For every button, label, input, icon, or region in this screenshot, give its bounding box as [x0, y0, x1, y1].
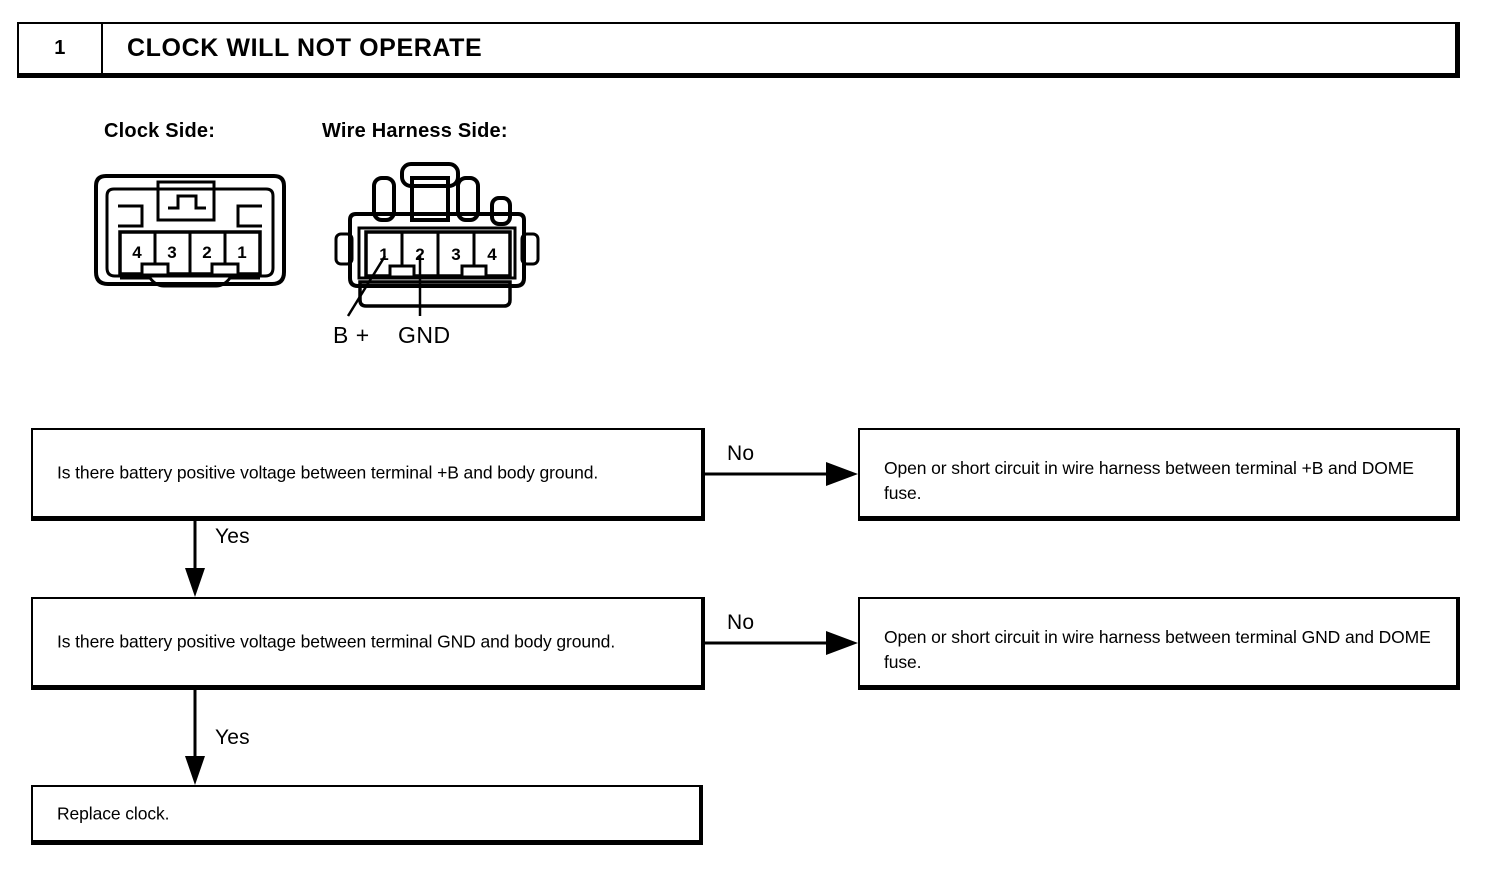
- flow-result-r2-text: Open or short circuit in wire harness be…: [884, 627, 1431, 673]
- edge-label-no-1: No: [727, 442, 755, 465]
- harness-pin-4: 4: [487, 245, 497, 264]
- b-plus-leader-line: [346, 255, 387, 317]
- harness-pin-1: 1: [379, 245, 388, 264]
- flow-step-end-text: Replace clock.: [57, 802, 170, 823]
- wire-harness-side-caption: Wire Harness Side:: [322, 120, 508, 142]
- clock-pin-4: 4: [132, 243, 142, 262]
- wire-harness-side-connector-diagram: 1 2 3 4: [334, 162, 540, 317]
- flow-step-q1-text: Is there battery positive voltage betwee…: [57, 462, 599, 483]
- harness-pin-3: 3: [451, 245, 460, 264]
- header-number-cell: 1: [19, 24, 103, 73]
- page-header-bar: 1 CLOCK WILL NOT OPERATE: [17, 22, 1460, 78]
- clock-side-caption: Clock Side:: [104, 120, 216, 142]
- flow-step-end: Replace clock.: [31, 785, 703, 845]
- clock-pin-3: 3: [167, 243, 176, 262]
- flow-step-q2: Is there battery positive voltage betwee…: [31, 597, 705, 690]
- edge-label-yes-2: Yes: [215, 726, 250, 749]
- edge-label-yes-1: Yes: [215, 525, 250, 548]
- flow-result-r1: Open or short circuit in wire harness be…: [858, 428, 1460, 521]
- page-title: CLOCK WILL NOT OPERATE: [127, 34, 483, 62]
- clock-pin-2: 2: [202, 243, 211, 262]
- clock-side-connector-diagram: 4 3 2 1: [94, 174, 286, 288]
- b-plus-label: B +: [333, 322, 370, 348]
- header-number: 1: [54, 37, 66, 59]
- flow-step-q1: Is there battery positive voltage betwee…: [31, 428, 705, 521]
- clock-pin-1: 1: [237, 243, 246, 262]
- flow-result-r1-text: Open or short circuit in wire harness be…: [884, 458, 1414, 504]
- flow-result-r2: Open or short circuit in wire harness be…: [858, 597, 1460, 690]
- gnd-label: GND: [398, 322, 451, 348]
- flow-step-q2-text: Is there battery positive voltage betwee…: [57, 631, 616, 652]
- harness-pin-2: 2: [415, 245, 424, 264]
- edge-label-no-2: No: [727, 611, 755, 634]
